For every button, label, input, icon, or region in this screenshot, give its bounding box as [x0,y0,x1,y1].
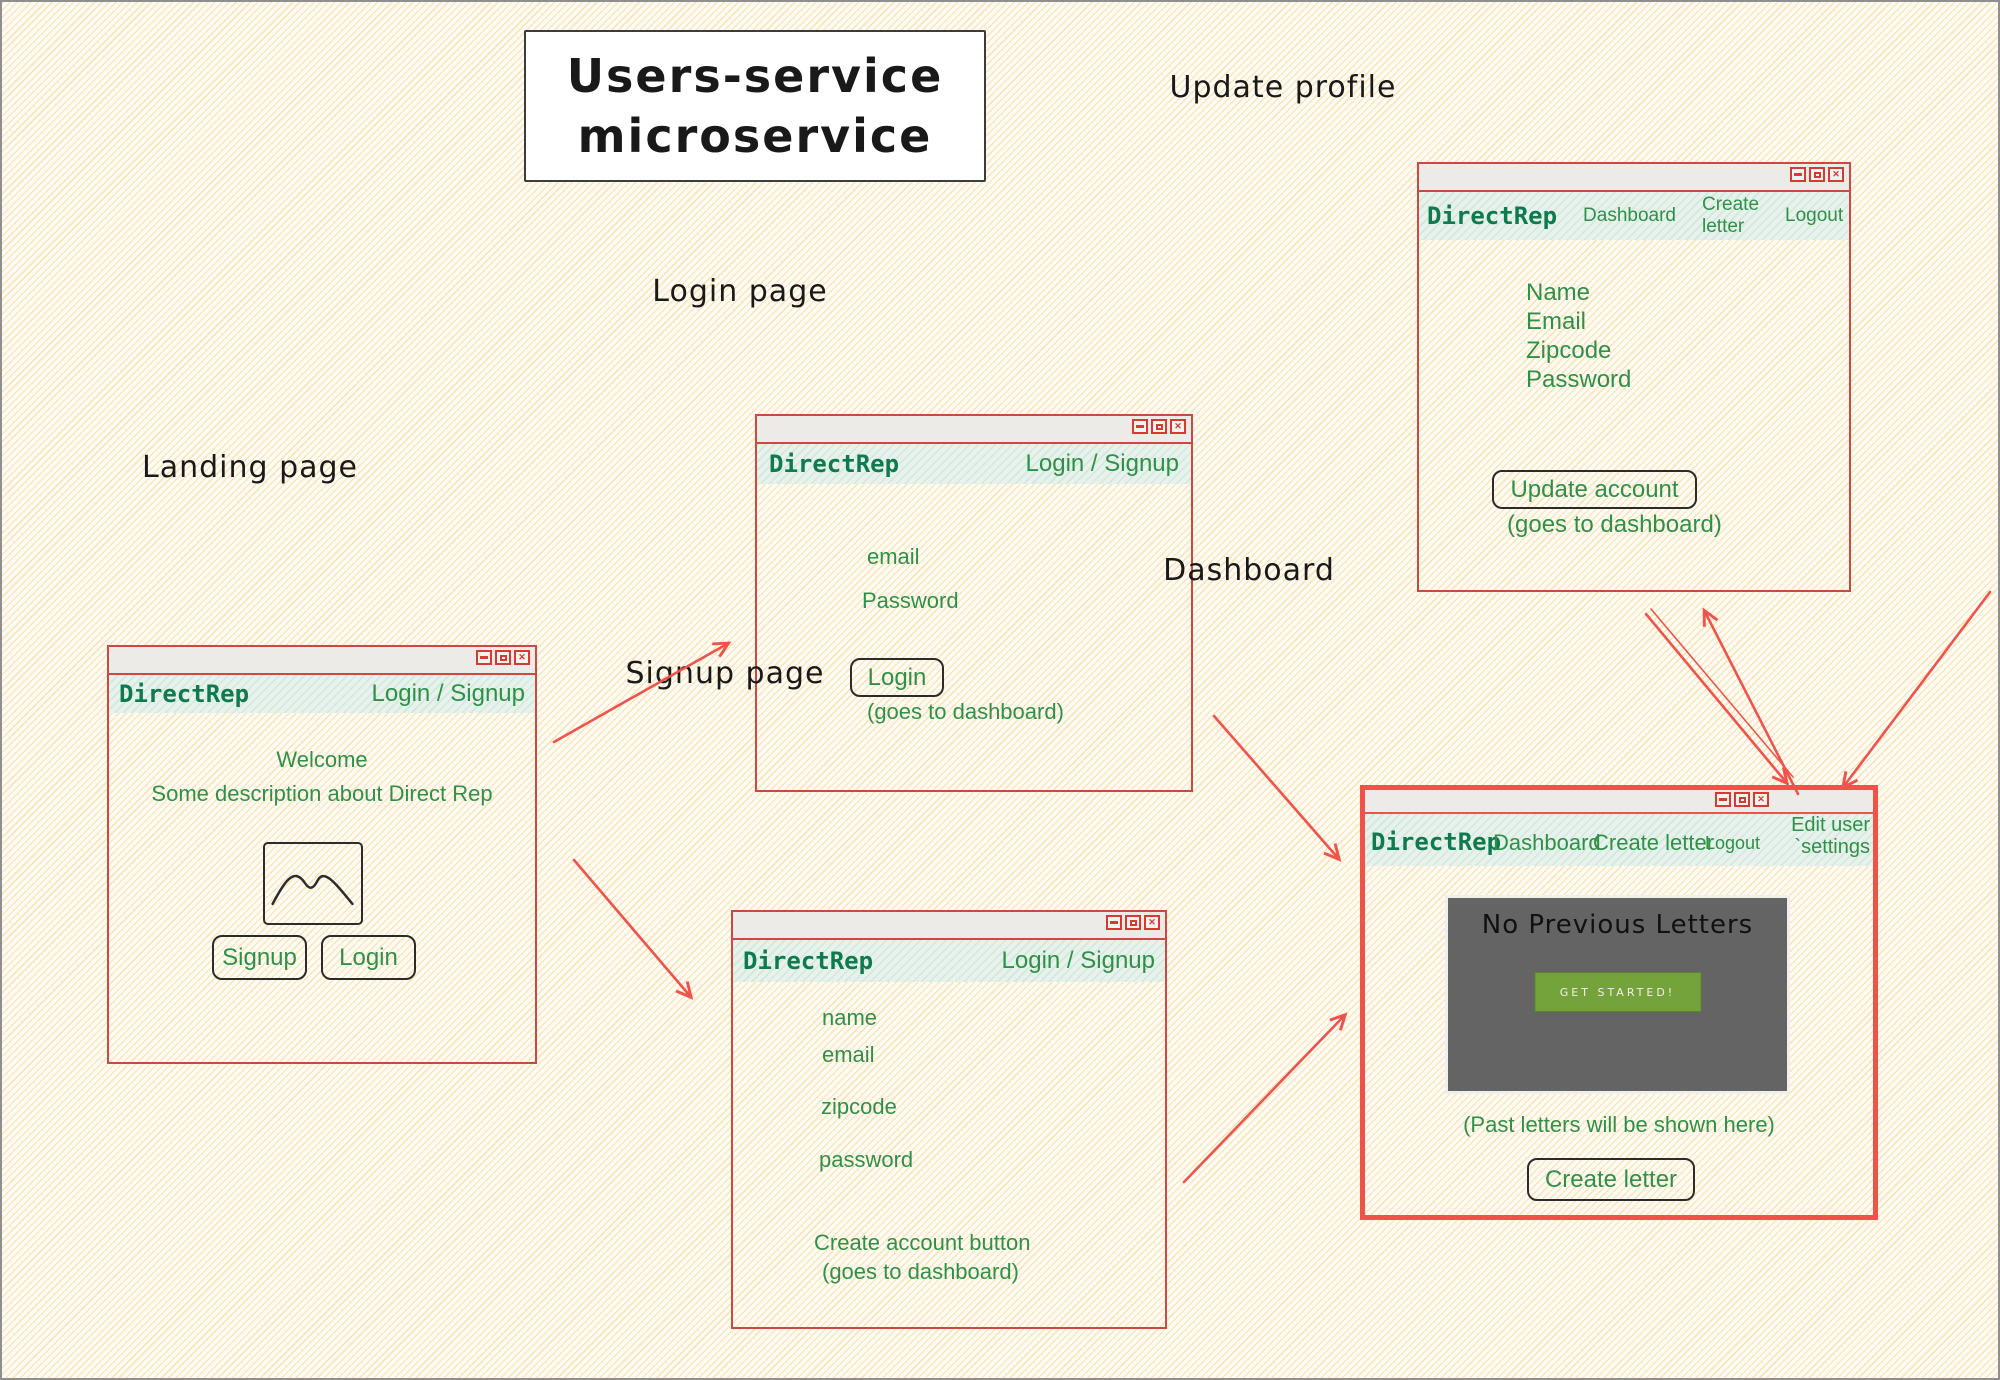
name-field-label[interactable]: name [822,1005,878,1030]
dashboard-label: Dashboard [1163,553,1335,588]
diagram-title-line2: microservice [577,109,933,163]
close-icon[interactable]: ✕ [1828,167,1844,182]
landing-titlebar: ✕ [109,647,535,675]
minimize-icon[interactable] [1106,915,1122,930]
window-controls: ✕ [1790,167,1844,182]
update-account-button[interactable]: Update account [1492,470,1697,509]
past-letters-note: (Past letters will be shown here) [1463,1112,1775,1137]
dashboard-window: ✕ DirectRep Dashboard Create letter Logo… [1360,785,1878,1220]
nav-login-signup-link[interactable]: Login / Signup [371,680,525,707]
nav-logout-link[interactable]: Logout [1705,833,1761,853]
arrow-dashboard-to-update [1702,607,1800,796]
email-field-label[interactable]: email [822,1042,875,1067]
create-account-button[interactable]: Create account button [814,1230,1031,1255]
login-navbar: DirectRep Login / Signup [757,444,1191,484]
nav-login-signup-link[interactable]: Login / Signup [1001,947,1155,974]
password-field-label[interactable]: password [819,1147,914,1172]
close-icon[interactable]: ✕ [1144,915,1160,930]
get-started-button[interactable]: GET STARTED! [1534,972,1701,1012]
password-field-label[interactable]: Password [862,588,959,613]
landing-description: Some description about Direct Rep [151,781,493,806]
maximize-icon[interactable] [495,650,511,665]
maximize-icon[interactable] [1151,419,1167,434]
diagram-title-line1: Users-service [566,49,944,103]
arrow-side-to-dashboard [1840,590,1992,791]
edit-user-line1: Edit user [1791,814,1870,836]
no-letters-heading: No Previous Letters [1481,910,1754,940]
nav-login-signup-link[interactable]: Login / Signup [1025,450,1179,477]
brand-logo[interactable]: DirectRep [743,947,874,975]
minimize-icon[interactable] [1790,167,1806,182]
dashboard-titlebar: ✕ [1365,790,1873,814]
brand-logo[interactable]: DirectRep [769,450,900,478]
image-placeholder [263,842,363,925]
zipcode-field-label[interactable]: Zipcode [1526,337,1612,364]
nav-edit-user-settings-link[interactable]: Edit user `settings [1791,814,1870,858]
maximize-icon[interactable] [1125,915,1141,930]
minimize-icon[interactable] [1715,792,1731,807]
login-note: (goes to dashboard) [867,699,1064,724]
update-profile-label: Update profile [1169,70,1397,105]
brand-logo[interactable]: DirectRep [1371,828,1502,856]
arrow-update-to-dashboard [1644,612,1790,786]
login-page-window: ✕ DirectRep Login / Signup email Passwor… [755,414,1193,792]
mountains-icon [271,874,354,906]
window-controls: ✕ [1132,419,1186,434]
login-button[interactable]: Login [321,935,416,980]
email-field-label[interactable]: Email [1526,308,1587,335]
zipcode-field-label[interactable]: zipcode [821,1094,897,1119]
nav-create-letter-link[interactable]: Create letter [1702,194,1760,237]
landing-page-label: Landing page [141,450,358,485]
arrow-landing-to-signup [572,858,694,1000]
welcome-heading: Welcome [276,747,368,772]
signup-button[interactable]: Signup [212,935,307,980]
minimize-icon[interactable] [1132,419,1148,434]
close-icon[interactable]: ✕ [1753,792,1769,807]
password-field-label[interactable]: Password [1526,366,1632,393]
signup-navbar: DirectRep Login / Signup [733,940,1165,982]
nav-logout-link[interactable]: Logout [1785,205,1844,226]
update-titlebar: ✕ [1419,164,1849,192]
brand-logo[interactable]: DirectRep [1427,202,1558,230]
diagram-title-box: Users-service microservice [524,30,986,182]
nav-create-letter-link[interactable]: Create letter [1593,830,1715,855]
maximize-icon[interactable] [1734,792,1750,807]
login-page-label: Login page [652,274,828,309]
dashboard-navbar: DirectRep Dashboard Create letter Logout… [1365,814,1873,866]
login-titlebar: ✕ [757,416,1191,444]
minimize-icon[interactable] [476,650,492,665]
update-navbar: DirectRep Dashboard Create letter Logout [1419,192,1849,240]
letters-panel: No Previous Letters GET STARTED! [1445,895,1790,1094]
signup-titlebar: ✕ [733,912,1165,940]
brand-logo[interactable]: DirectRep [119,680,250,708]
maximize-icon[interactable] [1809,167,1825,182]
window-controls: ✕ [1106,915,1160,930]
window-controls: ✕ [476,650,530,665]
signup-note: (goes to dashboard) [822,1259,1019,1284]
landing-navbar: DirectRep Login / Signup [109,675,535,713]
close-icon[interactable]: ✕ [514,650,530,665]
arrow-login-to-dashboard [1212,714,1342,862]
nav-dashboard-link[interactable]: Dashboard [1583,205,1676,226]
window-controls: ✕ [1715,792,1769,807]
email-field-label[interactable]: email [867,544,920,569]
update-note: (goes to dashboard) [1507,511,1722,538]
login-submit-button[interactable]: Login [850,658,944,697]
create-letter-button[interactable]: Create letter [1527,1158,1695,1201]
update-profile-window: ✕ DirectRep Dashboard Create letter Logo… [1417,162,1851,592]
arrow-signup-to-dashboard [1182,1012,1348,1184]
name-field-label[interactable]: Name [1526,279,1591,306]
nav-dashboard-link[interactable]: Dashboard [1493,830,1601,855]
close-icon[interactable]: ✕ [1170,419,1186,434]
signup-page-window: ✕ DirectRep Login / Signup name email zi… [731,910,1167,1329]
edit-user-line2: `settings [1794,836,1870,858]
landing-page-window: ✕ DirectRep Login / Signup Welcome Some … [107,645,537,1064]
signup-page-label: Signup page [625,656,825,691]
arrow-update-to-dashboard-stroke2 [1650,608,1794,778]
